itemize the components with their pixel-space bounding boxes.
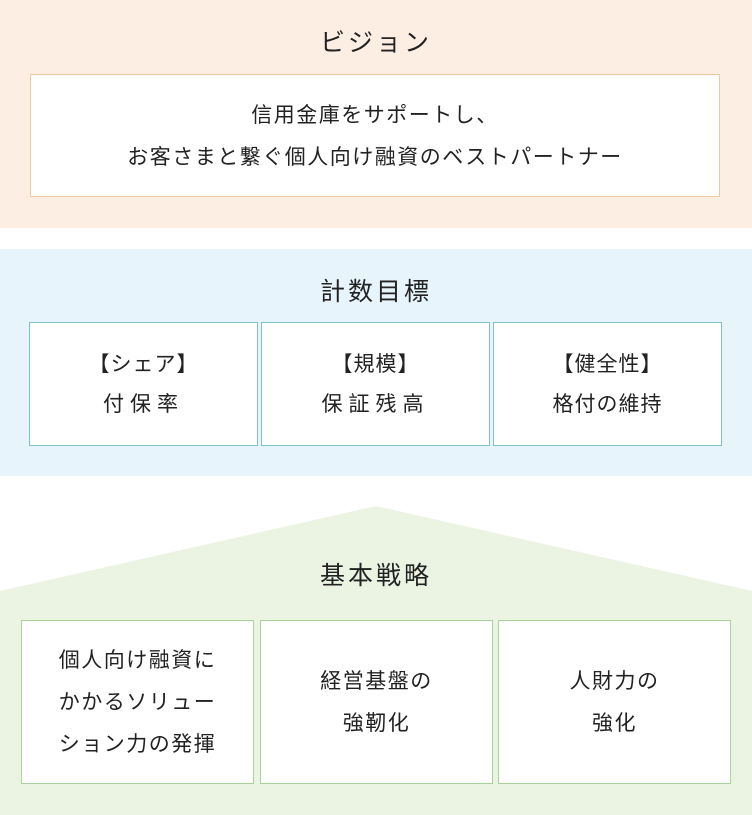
target-box-scale: 【規模】 保証残高	[261, 322, 490, 446]
target-label-scale: 【規模】	[331, 352, 420, 376]
strategy-box-foundation: 経営基盤の 強靭化	[260, 620, 493, 784]
target-box-soundness: 【健全性】 格付の維持	[493, 322, 722, 446]
target-label-share: 【シェア】	[88, 352, 199, 376]
target-box-share: 【シェア】 付保率	[29, 322, 258, 446]
target-value-soundness: 格付の維持	[552, 392, 663, 416]
vision-line-1: 信用金庫をサポートし、	[251, 102, 499, 127]
strategy-box-talent: 人財力の 強化	[498, 620, 731, 784]
strategy-line: かかるソリュー	[58, 690, 217, 714]
vision-heading: ビジョン	[319, 28, 432, 57]
target-value-share: 付保率	[103, 392, 184, 416]
targets-heading: 計数目標	[319, 277, 432, 306]
strategy-line: 人財力の	[569, 669, 660, 693]
strategy-line: 強靭化	[342, 711, 411, 735]
strategy-line: 個人向け融資に	[58, 648, 217, 672]
strategy-line: 強化	[592, 711, 637, 735]
strategy-line: 経営基盤の	[320, 669, 433, 693]
strategy-heading: 基本戦略	[319, 561, 432, 590]
strategy-box-solution: 個人向け融資に かかるソリュー ション力の発揮	[21, 620, 254, 784]
target-label-soundness: 【健全性】	[552, 352, 663, 376]
vision-box: 信用金庫をサポートし、 お客さまと繋ぐ個人向け融資のベストパートナー	[30, 74, 720, 197]
vision-line-2: お客さまと繋ぐ個人向け融資のベストパートナー	[127, 144, 623, 169]
target-value-scale: 保証残高	[321, 392, 430, 416]
strategy-line: ション力の発揮	[58, 732, 217, 756]
